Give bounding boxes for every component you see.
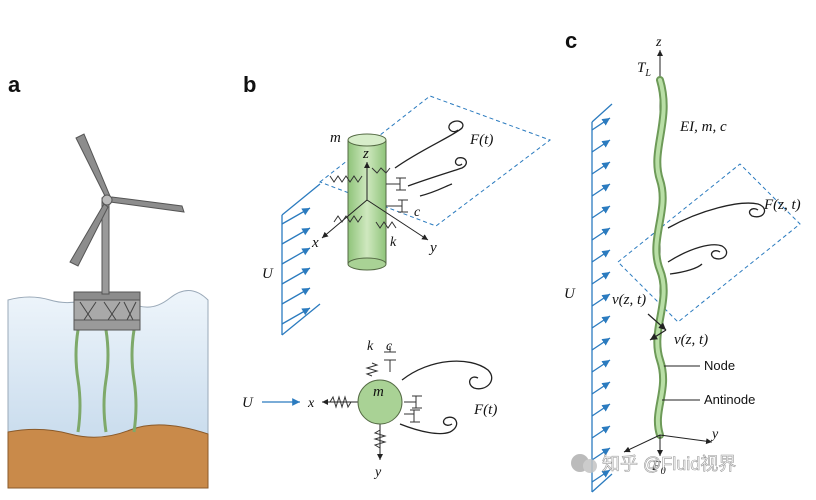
z-axis-label-b: z bbox=[362, 146, 369, 162]
vortices-b bbox=[394, 120, 467, 197]
mass-label-b: m bbox=[330, 130, 341, 146]
force-label-b: F(t) bbox=[469, 132, 493, 148]
flow-label-b: U bbox=[262, 266, 274, 282]
properties-label: EI, m, c bbox=[679, 119, 727, 135]
top-force-label: F(t) bbox=[473, 402, 497, 418]
springs-b bbox=[329, 167, 397, 229]
top-view-b: U x y m k c F(t) bbox=[242, 339, 497, 480]
antinode-label: Antinode bbox=[704, 392, 755, 407]
stiffness-label-b: k bbox=[390, 235, 397, 250]
top-damping-label: c bbox=[386, 339, 393, 354]
top-cylinder bbox=[357, 379, 403, 425]
disp-v-label: v(z, t) bbox=[612, 292, 646, 308]
top-x-axis-label: x bbox=[307, 396, 315, 411]
force-plane-c bbox=[617, 163, 801, 323]
seabed bbox=[7, 424, 209, 489]
node-label: Node bbox=[704, 358, 735, 373]
y-axis-label-c: y bbox=[710, 427, 719, 442]
top-stiffness-label: k bbox=[367, 339, 374, 354]
turbine-blades bbox=[69, 133, 185, 267]
turbine-hub bbox=[101, 194, 113, 206]
tension-label: TL bbox=[637, 60, 651, 79]
force-label-c: F(z, t) bbox=[763, 197, 801, 213]
panel-b: b U m z x y bbox=[242, 72, 552, 480]
y-axis-label-b: y bbox=[428, 240, 437, 256]
force-plane bbox=[318, 95, 552, 227]
platform bbox=[73, 291, 141, 331]
flow-label-c: U bbox=[564, 286, 576, 302]
watermark-text: 知乎 @Fluid视界 bbox=[602, 454, 736, 474]
top-mass-label: m bbox=[373, 384, 384, 400]
panel-a: a bbox=[7, 72, 209, 489]
bottom-axes-c bbox=[623, 434, 713, 456]
top-y-axis-label: y bbox=[373, 465, 382, 480]
panel-b-label: b bbox=[243, 72, 256, 97]
panel-c-label: c bbox=[565, 28, 577, 53]
displacement-arrows bbox=[647, 313, 667, 341]
x-axis-label-b: x bbox=[311, 235, 319, 251]
riser-highlight bbox=[654, 78, 666, 437]
flow-arrows-c bbox=[591, 103, 613, 493]
flow-arrows-b bbox=[281, 183, 321, 336]
risers bbox=[74, 329, 138, 433]
watermark: 知乎 @Fluid视界 bbox=[571, 454, 737, 474]
damping-label-b: c bbox=[414, 205, 421, 220]
panel-c: c U z bbox=[564, 28, 801, 493]
panel-a-label: a bbox=[8, 72, 21, 97]
top-flow-label: U bbox=[242, 395, 254, 411]
dampers-b bbox=[386, 177, 408, 213]
z-axis-label-c: z bbox=[655, 35, 662, 50]
cylinder bbox=[347, 133, 387, 271]
vortices-c bbox=[667, 202, 766, 275]
top-vortices bbox=[399, 360, 493, 435]
disp-u-label: ν(z, t) bbox=[674, 332, 708, 348]
bottom-force-label: F0 bbox=[651, 459, 666, 477]
